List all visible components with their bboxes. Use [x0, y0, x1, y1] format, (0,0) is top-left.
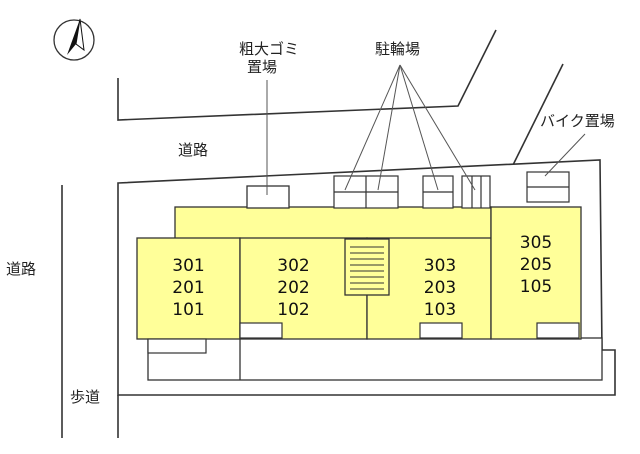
staircase — [344, 238, 390, 296]
motorbike-parking-leader — [544, 133, 586, 177]
unit-number: 102 — [277, 300, 310, 320]
bicycle-parking-racks — [333, 175, 491, 209]
bicycle-parking-leaders — [344, 64, 476, 191]
unit-number: 202 — [277, 278, 310, 298]
bulky-garbage-area — [246, 185, 290, 209]
entry-notch-d — [536, 322, 580, 339]
entry-notch-a — [147, 338, 207, 354]
unit-number: 303 — [423, 256, 457, 276]
unit-block-d — [490, 206, 582, 340]
motorbike-parking-area — [526, 171, 570, 203]
bulky-garbage-label-line2: 置場 — [247, 58, 278, 76]
bulky-garbage-label-line1: 粗大ゴミ — [239, 40, 300, 58]
stair-treads — [350, 246, 384, 290]
unit-number: 101 — [172, 300, 205, 320]
sidewalk-label: 歩道 — [70, 388, 101, 406]
unit-number: 205 — [519, 255, 553, 275]
unit-number: 201 — [172, 278, 205, 298]
motorbike-parking-label: バイク置場 — [540, 112, 615, 130]
unit-number: 301 — [172, 256, 205, 276]
road-boundary-top — [117, 29, 497, 121]
north-arrow-icon — [53, 18, 95, 61]
entry-notch-b — [239, 322, 283, 339]
entry-notch-c — [419, 322, 463, 339]
bicycle-parking-label: 駐輪場 — [375, 40, 421, 58]
walkway — [147, 337, 603, 381]
unit-number: 203 — [423, 278, 457, 298]
unit-numbers-c: 303 203 103 — [389, 255, 491, 321]
unit-number: 103 — [423, 300, 457, 320]
road-label-left: 道路 — [6, 260, 37, 278]
road-boundary-right — [512, 63, 564, 166]
road-label-top: 道路 — [178, 141, 209, 159]
unit-number: 302 — [277, 256, 310, 276]
unit-number: 305 — [519, 233, 553, 253]
unit-number: 105 — [519, 277, 553, 297]
unit-numbers-a: 301 201 101 — [137, 255, 240, 321]
unit-numbers-d: 305 205 105 — [491, 232, 581, 298]
building — [136, 206, 582, 354]
building-corridor — [174, 206, 492, 240]
unit-numbers-b: 302 202 102 — [240, 255, 347, 321]
